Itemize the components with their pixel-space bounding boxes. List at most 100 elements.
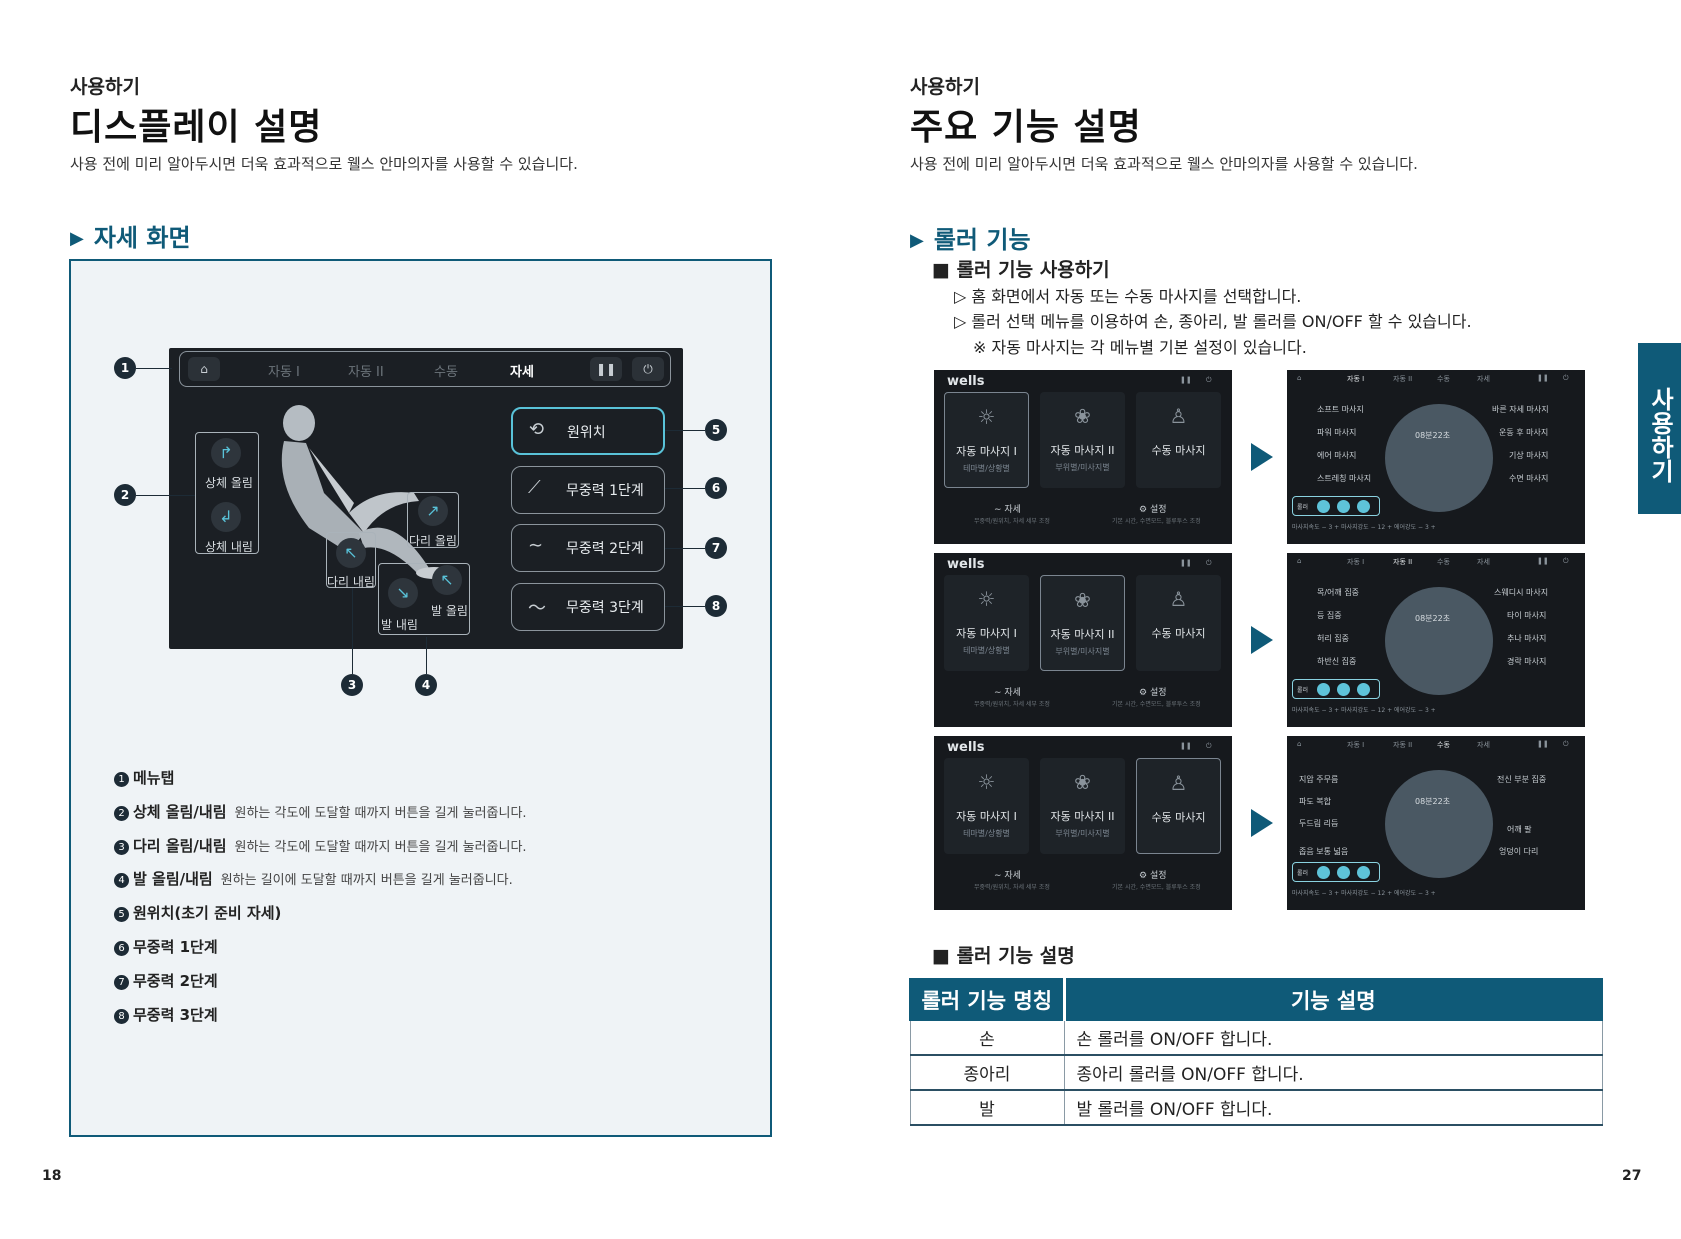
pause-icon[interactable]: ❚❚: [1180, 559, 1192, 567]
power-icon[interactable]: ⏻: [632, 357, 664, 381]
home-icon[interactable]: ⌂: [1297, 740, 1302, 748]
menu-item[interactable]: 등 집중: [1317, 611, 1342, 620]
tab-posture[interactable]: 자세: [1477, 375, 1490, 383]
menu-item[interactable]: 파워 마사지: [1317, 428, 1357, 437]
tab-manual[interactable]: 수동: [1437, 375, 1450, 383]
menu-item[interactable]: 좁음 보통 넓음: [1299, 847, 1349, 856]
upper-down-button[interactable]: ↲: [211, 502, 241, 532]
speed-strength-controls[interactable]: 마사지속도 − 3 + 마사지강도 − 12 + 에어강도 − 3 +: [1292, 524, 1436, 531]
home-icon[interactable]: ⌂: [188, 357, 220, 381]
foot-up-button[interactable]: ↖: [432, 565, 462, 595]
menu-item[interactable]: 하반신 집중: [1317, 657, 1357, 666]
hand-roller-icon[interactable]: [1317, 683, 1330, 696]
tile-title: 수동 마사지: [1151, 444, 1206, 457]
footer-settings[interactable]: ⚙ 설정: [1139, 505, 1167, 515]
footer-settings[interactable]: ⚙ 설정: [1139, 871, 1167, 881]
menu-item[interactable]: 소프트 마사지: [1317, 405, 1364, 414]
menu-item[interactable]: 경락 마사지: [1507, 657, 1547, 666]
menu-item[interactable]: 어깨 팔: [1507, 825, 1532, 834]
power-icon[interactable]: ⏻: [1206, 376, 1212, 384]
zero-gravity-3-button[interactable]: 〜무중력 3단계: [511, 583, 665, 631]
menu-item[interactable]: 두드림 리듬: [1299, 819, 1339, 828]
menu-item[interactable]: 바른 자세 마사지: [1492, 405, 1549, 414]
pause-icon[interactable]: ❚❚: [1537, 740, 1549, 748]
foot-roller-icon[interactable]: [1357, 500, 1370, 513]
power-icon[interactable]: ⏻: [1563, 557, 1569, 565]
footer-posture[interactable]: ∼ 자세: [994, 505, 1021, 515]
tab-posture[interactable]: 자세: [1477, 741, 1490, 749]
arrow-right-icon: [1251, 809, 1273, 837]
hand-roller-icon[interactable]: [1317, 866, 1330, 879]
tab-posture[interactable]: 자세: [1477, 558, 1490, 566]
foot-roller-icon[interactable]: [1357, 683, 1370, 696]
calf-roller-icon[interactable]: [1337, 866, 1350, 879]
menu-item[interactable]: 운동 후 마사지: [1499, 428, 1549, 437]
menu-item[interactable]: 추나 마사지: [1507, 634, 1547, 643]
menu-item[interactable]: 지압 주무름: [1299, 775, 1339, 784]
menu-item[interactable]: 엉덩이 다리: [1499, 847, 1539, 856]
pause-icon[interactable]: ❚❚: [1180, 742, 1192, 750]
menu-item[interactable]: 수면 마사지: [1509, 474, 1549, 483]
menu-item[interactable]: 파도 복합: [1299, 797, 1331, 806]
power-icon[interactable]: ⏻: [1563, 374, 1569, 382]
home-icon[interactable]: ⌂: [1297, 374, 1302, 382]
upper-up-button[interactable]: ↱: [211, 438, 241, 468]
tab-manual[interactable]: 수동: [1437, 741, 1450, 749]
tab-auto-1[interactable]: 자동 I: [1347, 375, 1365, 383]
foot-down-button[interactable]: ↘: [388, 578, 418, 608]
tab-manual[interactable]: 수동: [434, 365, 458, 380]
tab-posture[interactable]: 자세: [510, 365, 534, 380]
footer-settings[interactable]: ⚙ 설정: [1139, 688, 1167, 698]
home-position-button[interactable]: ⟲원위치: [511, 407, 665, 455]
zero-gravity-2-button[interactable]: ∼무중력 2단계: [511, 524, 665, 572]
tab-auto-2[interactable]: 자동 II: [348, 365, 384, 380]
tab-auto-1[interactable]: 자동 I: [268, 365, 300, 380]
tab-auto-1[interactable]: 자동 I: [1347, 741, 1365, 749]
power-icon[interactable]: ⏻: [1206, 559, 1212, 567]
menu-item[interactable]: 전신 부분 집중: [1497, 775, 1547, 784]
calf-roller-icon[interactable]: [1337, 683, 1350, 696]
page-subtitle: 사용 전에 미리 알아두시면 더욱 효과적으로 웰스 안마의자를 사용할 수 있…: [70, 155, 578, 173]
menu-item[interactable]: 기상 마사지: [1509, 451, 1549, 460]
tab-manual[interactable]: 수동: [1437, 558, 1450, 566]
tab-auto-1[interactable]: 자동 I: [1347, 558, 1365, 566]
menu-item[interactable]: 목/어깨 집중: [1317, 588, 1360, 597]
bullet-triangle-icon: ▷: [954, 287, 972, 306]
hand-roller-icon[interactable]: [1317, 500, 1330, 513]
tab-auto-2[interactable]: 자동 II: [1393, 741, 1413, 749]
chair-circle-illustration: [1385, 587, 1493, 695]
tile-manual-massage[interactable]: ♙수동 마사지: [1136, 758, 1221, 854]
speed-strength-controls[interactable]: 마사지속도 − 3 + 마사지강도 − 12 + 에어강도 − 3 +: [1292, 707, 1436, 714]
pause-icon[interactable]: ❚❚: [1180, 376, 1192, 384]
pause-icon[interactable]: ❚❚: [1537, 374, 1549, 382]
menu-item[interactable]: 허리 집중: [1317, 634, 1349, 643]
pause-icon[interactable]: ❚❚: [590, 357, 622, 381]
leg-up-button[interactable]: ↗: [418, 496, 448, 526]
power-icon[interactable]: ⏻: [1206, 742, 1212, 750]
calf-roller-icon[interactable]: [1337, 500, 1350, 513]
footer-posture[interactable]: ∼ 자세: [994, 688, 1021, 698]
footer-posture[interactable]: ∼ 자세: [994, 871, 1021, 881]
menu-item[interactable]: 타이 마사지: [1507, 611, 1547, 620]
home-icon[interactable]: ⌂: [1297, 557, 1302, 565]
speed-strength-controls[interactable]: 마사지속도 − 3 + 마사지강도 − 12 + 에어강도 − 3 +: [1292, 890, 1436, 897]
menu-item[interactable]: 에어 마사지: [1317, 451, 1357, 460]
tab-auto-2[interactable]: 자동 II: [1393, 375, 1413, 383]
tile-manual-massage[interactable]: ♙수동 마사지: [1136, 392, 1221, 488]
tile-manual-massage[interactable]: ♙수동 마사지: [1136, 575, 1221, 671]
pause-icon[interactable]: ❚❚: [1537, 557, 1549, 565]
power-icon[interactable]: ⏻: [1563, 740, 1569, 748]
menu-item[interactable]: 스웨디시 마사지: [1494, 588, 1549, 597]
leg-down-button[interactable]: ↖: [336, 538, 366, 568]
foot-roller-icon[interactable]: [1357, 866, 1370, 879]
tab-auto-2[interactable]: 자동 II: [1393, 558, 1413, 566]
menu-item[interactable]: 스트레칭 마사지: [1317, 474, 1372, 483]
zero-gravity-1-button[interactable]: ⟋무중력 1단계: [511, 466, 665, 514]
